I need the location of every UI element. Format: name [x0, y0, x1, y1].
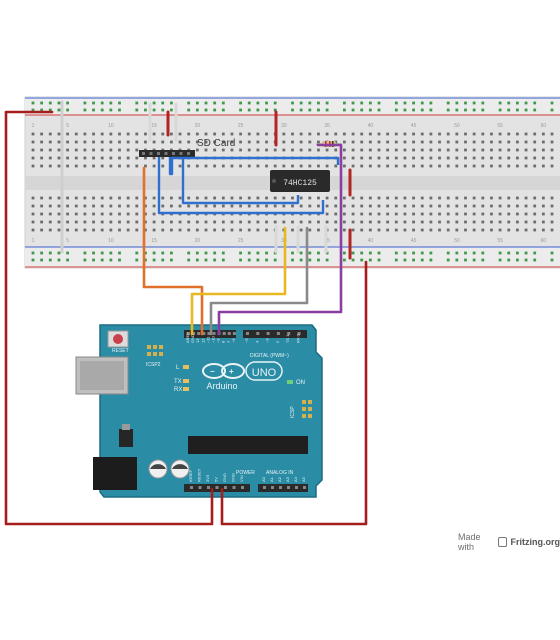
svg-text:+: +: [229, 367, 234, 376]
column-number: 60: [541, 238, 547, 244]
gray-wire: [209, 226, 309, 336]
led-l-label: L: [176, 365, 180, 371]
led-rx-label: RX: [174, 387, 182, 393]
digital-pin-label: ~6: [231, 338, 236, 343]
watermark-brand: Fritzing.org: [510, 537, 560, 547]
power-wires: [4, 110, 368, 526]
digital-pin-label: ~5: [244, 338, 249, 343]
column-number: 10: [108, 238, 114, 244]
buffer-chip: 74HC125: [270, 170, 330, 192]
column-number: 25: [238, 123, 244, 129]
digital-pin-label: 2: [275, 340, 280, 343]
column-number: 5: [66, 238, 69, 244]
column-number: 45: [411, 238, 417, 244]
five-volt-wire: [220, 260, 368, 526]
orange-wire: [142, 166, 204, 336]
ground-wire: [4, 110, 214, 526]
fritzing-logo-icon: [497, 537, 507, 547]
column-number: 15: [151, 238, 157, 244]
digital-pin-label: RX 0: [296, 333, 301, 343]
column-number: 60: [541, 123, 547, 129]
column-number: 30: [281, 123, 287, 129]
power-pin-label: 5V: [214, 477, 219, 482]
led-tx-label: TX: [174, 379, 182, 385]
power-pin-label: GND: [231, 473, 236, 482]
column-number: 40: [368, 238, 374, 244]
analog-pin-label: A1: [269, 476, 274, 482]
digital-pin-label: ~11: [205, 336, 210, 343]
analog-pin-label: A3: [285, 476, 290, 482]
sd-card-label: SD Card: [197, 138, 235, 149]
column-number: 35: [324, 123, 330, 129]
column-number: 40: [368, 123, 374, 129]
analog-pin-label: A5: [301, 476, 306, 482]
power-pin-label: GND: [222, 473, 227, 482]
column-number: 1: [32, 238, 35, 244]
digital-pin-label: ~3: [265, 338, 270, 343]
icsp2-label: ICSP2: [146, 362, 161, 368]
brand-label: Arduino: [206, 381, 237, 391]
column-number: 5: [66, 123, 69, 129]
svg-text:−: −: [210, 367, 215, 376]
column-number: 50: [454, 238, 460, 244]
analog-pin-label: A0: [261, 476, 266, 482]
column-number: 55: [497, 123, 503, 129]
column-number: 50: [454, 123, 460, 129]
signal-wires: [142, 143, 343, 336]
digital-pin-label: ~9: [216, 338, 221, 343]
column-number: 20: [195, 238, 201, 244]
digital-header-label: DIGITAL (PWM~): [250, 353, 289, 359]
column-number: 15: [151, 123, 157, 129]
column-number: 45: [411, 123, 417, 129]
digital-pin-label: GND: [190, 334, 195, 343]
fritzing-watermark: Made with Fritzing.org: [458, 532, 560, 552]
power-pin-label: IOREF: [188, 469, 193, 482]
digital-pin-label: 4: [254, 340, 259, 343]
digital-pin-label: AREF: [185, 332, 190, 343]
digital-pin-label: ~10: [211, 335, 216, 343]
arduino-logo: − + UNO Arduino: [202, 361, 283, 391]
digital-pin-label: 12: [200, 338, 205, 343]
column-number: 10: [108, 123, 114, 129]
power-pin-label: RESET: [197, 468, 202, 482]
watermark-prefix: Made with: [458, 532, 481, 552]
power-pin-label: 3V3: [205, 474, 210, 482]
analog-header-label: ANALOG IN: [266, 470, 294, 476]
on-led-label: ON: [296, 380, 305, 386]
digital-pin-label: 8: [221, 340, 226, 343]
column-number: 1: [32, 123, 35, 129]
yellow-wire: [190, 226, 287, 336]
digital-pin-label: 7: [226, 340, 231, 343]
power-jumpers: [166, 110, 352, 260]
purple-wire: [217, 143, 343, 336]
column-number: 20: [195, 123, 201, 129]
power-pin-label: VIN: [239, 475, 244, 482]
digital-pin-label: TX 1: [285, 334, 290, 343]
power-header-label: POWER: [236, 470, 255, 476]
blue-wires: [157, 156, 340, 215]
column-number: 25: [238, 238, 244, 244]
analog-pin-label: A2: [277, 476, 282, 482]
chip-label: 74HC125: [283, 179, 317, 188]
column-number: 55: [497, 238, 503, 244]
reset-label: RESET: [112, 348, 129, 354]
analog-pin-label: A4: [293, 476, 298, 482]
icsp-label: ICSP: [290, 406, 296, 418]
breadboard-jumpers: [60, 100, 328, 254]
sd-card-module: SD Card: [139, 138, 235, 157]
digital-pin-label: 13: [195, 338, 200, 343]
model-label: UNO: [252, 367, 277, 379]
